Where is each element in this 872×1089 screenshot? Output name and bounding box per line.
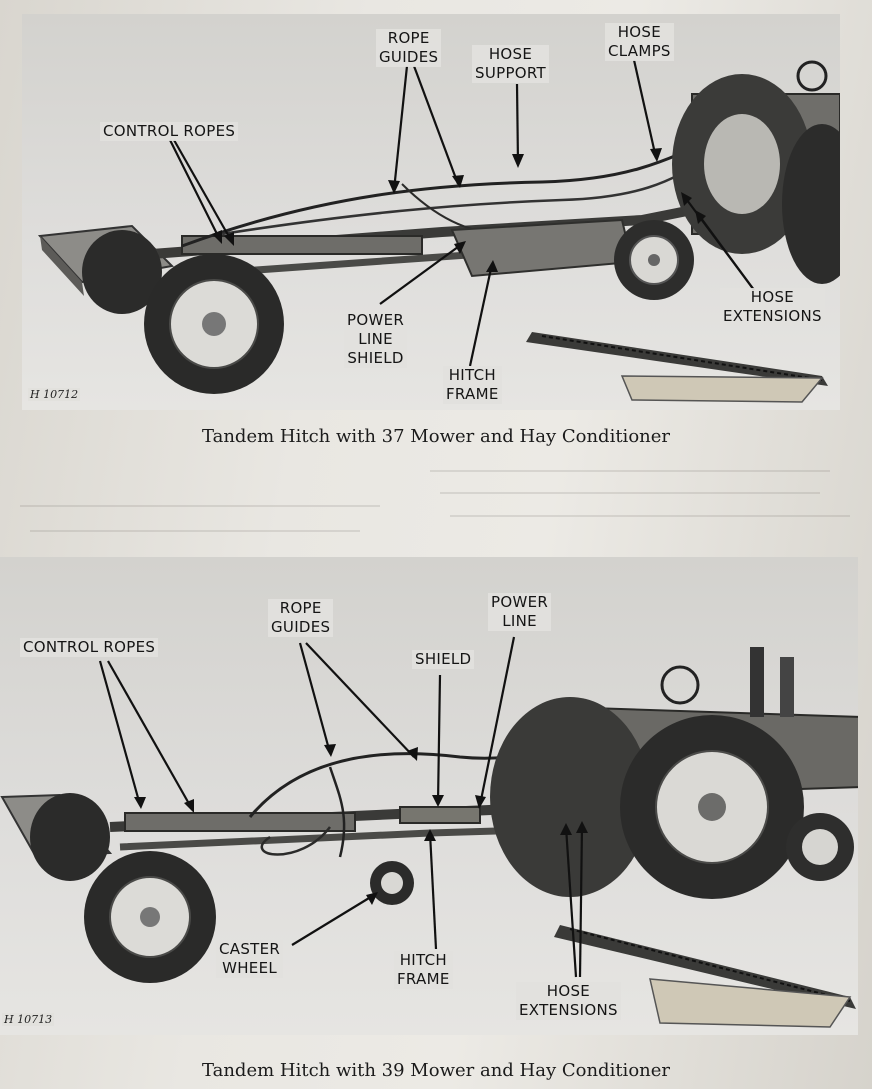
bottom-photo-illustration bbox=[0, 636, 858, 1028]
top-photo-tandem-hitch-37-mower: ROPE GUIDES HOSE SUPPORT HOSE CLAMPS CON… bbox=[22, 14, 840, 410]
label-hitch-frame: HITCH FRAME bbox=[443, 366, 502, 404]
figure-number: H 10713 bbox=[2, 1013, 55, 1026]
bleed-through-line bbox=[430, 470, 830, 472]
label-rope-guides: ROPE GUIDES bbox=[376, 29, 442, 67]
label-hose-support: HOSE SUPPORT bbox=[472, 45, 549, 83]
figure-number: H 10712 bbox=[28, 388, 81, 401]
bleed-through-line bbox=[20, 505, 380, 507]
bleed-through-line bbox=[30, 530, 360, 532]
label-caster-wheel: CASTER WHEEL bbox=[216, 940, 284, 978]
bleed-through-line bbox=[450, 515, 850, 517]
label-power-line: POWER LINE bbox=[488, 593, 552, 631]
label-hitch-frame: HITCH FRAME bbox=[394, 951, 453, 989]
label-power-line-shield: POWER LINE SHIELD bbox=[344, 311, 408, 368]
top-photo-illustration bbox=[37, 59, 840, 403]
label-shield: SHIELD bbox=[412, 650, 475, 669]
label-hose-clamps: HOSE CLAMPS bbox=[605, 23, 674, 61]
caption-top: Tandem Hitch with 37 Mower and Hay Condi… bbox=[201, 426, 671, 447]
label-rope-guides: ROPE GUIDES bbox=[268, 599, 334, 637]
label-hose-extensions: HOSE EXTENSIONS bbox=[720, 288, 825, 326]
label-hose-extensions: HOSE EXTENSIONS bbox=[516, 982, 621, 1020]
label-control-ropes: CONTROL ROPES bbox=[100, 122, 239, 141]
bleed-through-line bbox=[440, 492, 820, 494]
bottom-photo-tandem-hitch-39-mower: CONTROL ROPES ROPE GUIDES SHIELD POWER L… bbox=[0, 557, 858, 1035]
label-control-ropes: CONTROL ROPES bbox=[20, 638, 159, 657]
caption-bottom: Tandem Hitch with 39 Mower and Hay Condi… bbox=[201, 1060, 671, 1081]
